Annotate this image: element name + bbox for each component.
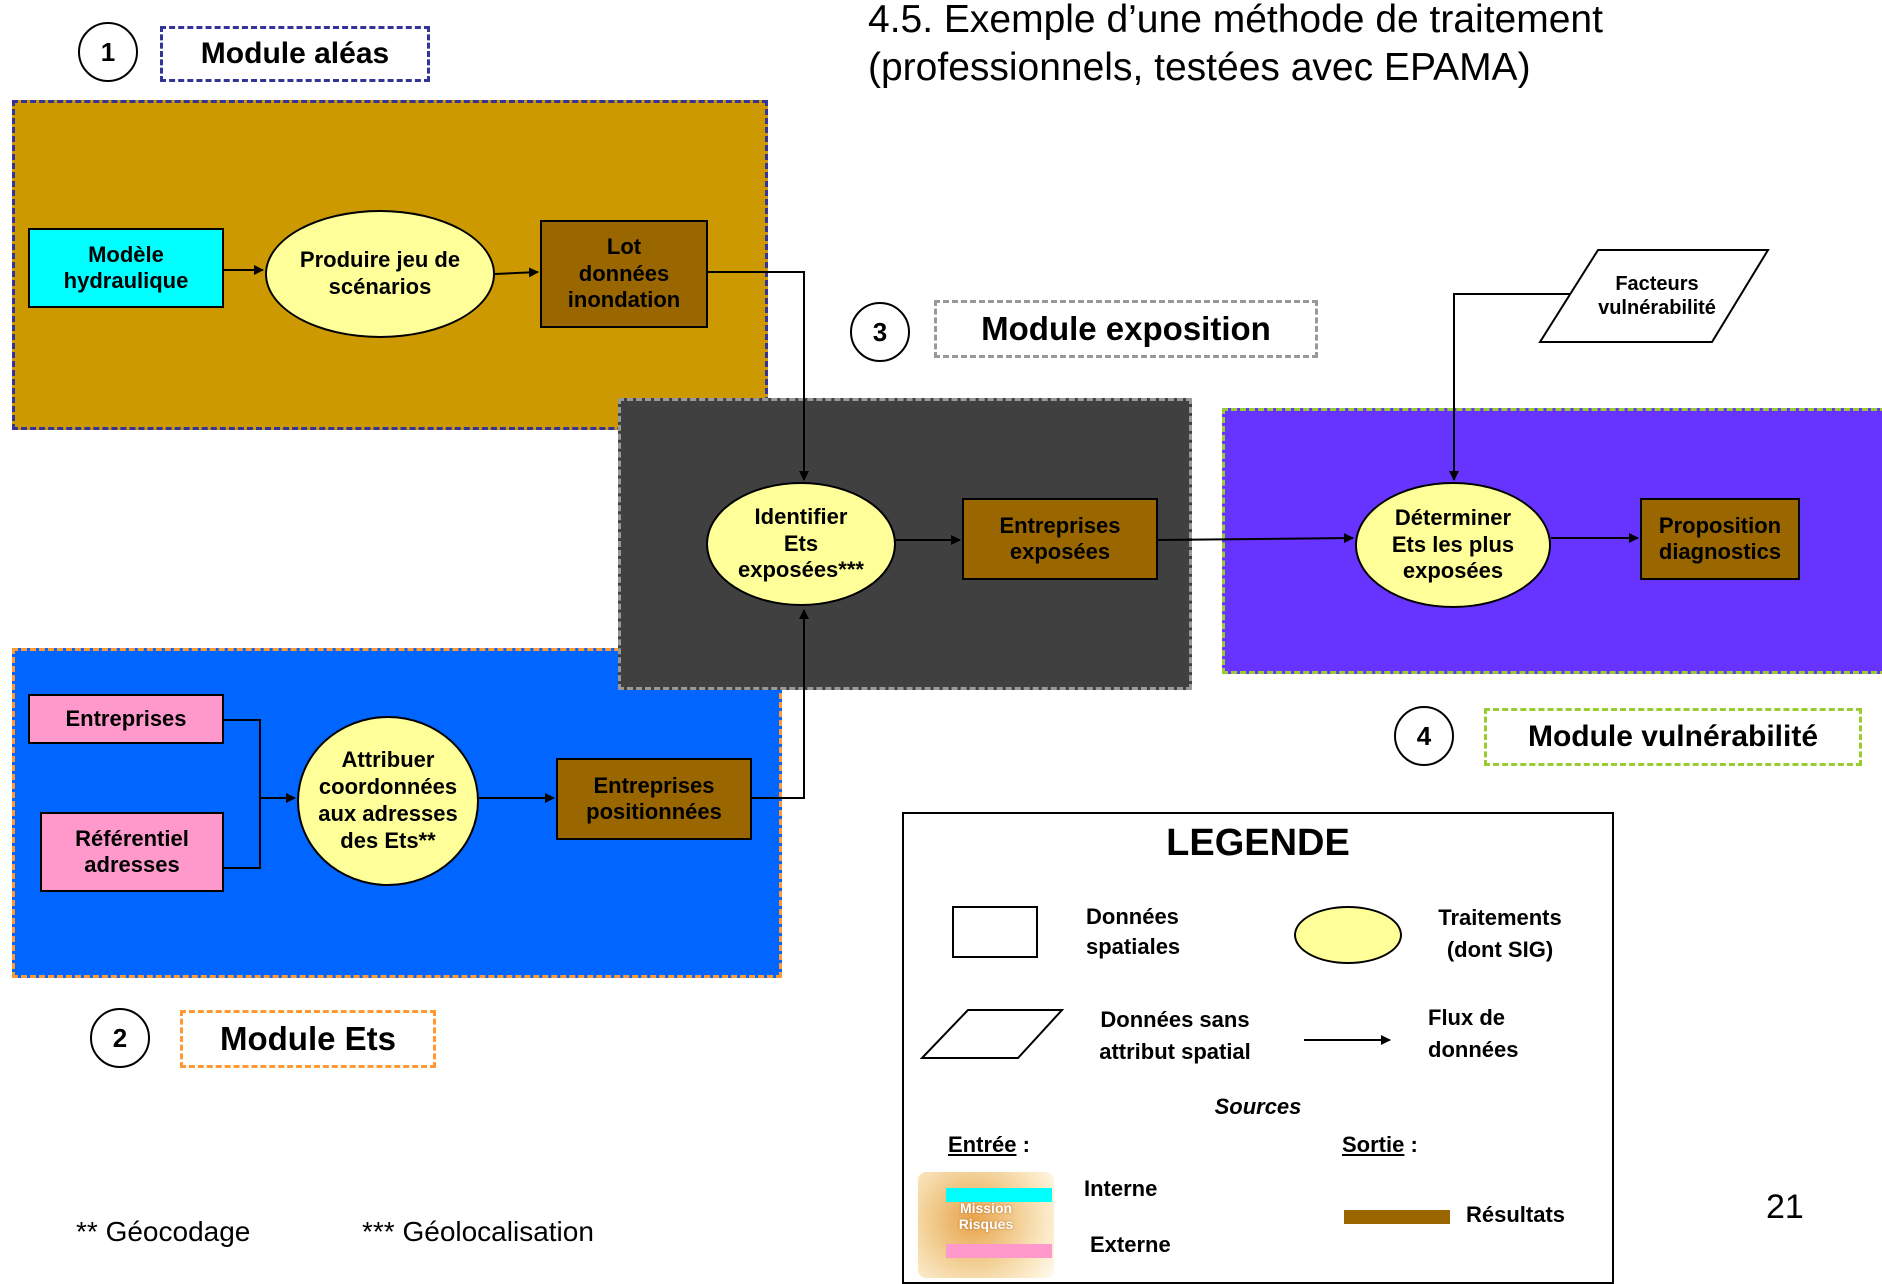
arrow-facteurs-to-determiner — [1449, 293, 1570, 481]
legend-externe: Externe — [1090, 1232, 1171, 1257]
legend-traitement-shape — [1294, 906, 1402, 964]
legend-resultats: Résultats — [1466, 1202, 1566, 1227]
arrow-exposees-to-determiner — [1157, 533, 1354, 544]
module-4-number: 4 — [1394, 706, 1454, 766]
legend-entree: Entrée : — [948, 1132, 1030, 1158]
page-number: 21 — [1766, 1188, 1804, 1226]
legend-interne-swatch — [946, 1188, 1052, 1202]
legend-sortie: Sortie : — [1342, 1132, 1418, 1158]
legend-entree-label: Entrée — [948, 1132, 1017, 1157]
module-2-number: 2 — [90, 1008, 150, 1068]
legend-flux: Flux de données — [1428, 1005, 1519, 1062]
connector-referentiel — [224, 798, 261, 869]
footnote-geocodage: ** Géocodage — [76, 1216, 251, 1247]
legend-donnees-spatiales: Données spatiales — [1086, 904, 1181, 959]
legend-entree-colon: : — [1016, 1132, 1030, 1157]
module-3-label: Module exposition — [934, 300, 1318, 358]
mission-risques-logo-text: Mission Risques — [958, 1200, 1014, 1232]
module-1-number: 1 — [78, 22, 138, 82]
footnote-geolocalisation: *** Géolocalisation — [362, 1216, 594, 1247]
determiner-ets-exposees-node: Déterminer Ets les plus exposées — [1355, 482, 1551, 608]
slide-title-line2: (professionnels, testées avec EPAMA) — [868, 46, 1531, 89]
entreprises-node: Entreprises — [28, 694, 224, 744]
slide-title-line1: 4.5. Exemple d’une méthode de traitement — [868, 0, 1603, 41]
legend-donnees-sans: Données sans attribut spatial — [1099, 1007, 1251, 1064]
legend-parallelogram-shape — [919, 1009, 1065, 1059]
legend-spatial-shape — [952, 906, 1038, 958]
module-2-label: Module Ets — [180, 1010, 436, 1068]
legend-title: LEGENDE — [1166, 822, 1350, 864]
module-3-number: 3 — [850, 302, 910, 362]
referentiel-adresses-node: Référentiel adresses — [40, 812, 224, 892]
entreprises-exposees-node: Entreprises exposées — [962, 498, 1158, 580]
legend-sortie-colon: : — [1404, 1132, 1418, 1157]
legend-traitements: Traitements (dont SIG) — [1438, 905, 1562, 962]
modele-hydraulique-node: Modèle hydraulique — [28, 228, 224, 308]
legend-interne: Interne — [1084, 1176, 1158, 1201]
legend-sortie-label: Sortie — [1342, 1132, 1405, 1157]
attribuer-coordonnees-node: Attribuer coordonnées aux adresses des E… — [297, 716, 479, 886]
connector-entreprises — [224, 719, 261, 798]
facteurs-vulnerabilite-node: Facteurs vulnérabilité — [1598, 273, 1716, 319]
arrow-lot-to-identifier — [708, 271, 809, 481]
arrow-produire-to-lot — [494, 267, 539, 278]
arrow-positionnees-to-identifier — [752, 609, 809, 799]
lot-donnees-inondation-node: Lot données inondation — [540, 220, 708, 328]
entreprises-positionnees-node: Entreprises positionnées — [556, 758, 752, 840]
module-4-label: Module vulnérabilité — [1484, 708, 1862, 766]
identifier-ets-exposees-node: Identifier Ets exposées*** — [706, 482, 896, 606]
legend-externe-swatch — [946, 1244, 1052, 1258]
produire-scenarios-node: Produire jeu de scénarios — [265, 210, 495, 338]
module-1-label: Module aléas — [160, 26, 430, 82]
legend-sources: Sources — [1214, 1094, 1302, 1119]
proposition-diagnostics-node: Proposition diagnostics — [1640, 498, 1800, 580]
legend-resultats-swatch — [1344, 1210, 1450, 1224]
